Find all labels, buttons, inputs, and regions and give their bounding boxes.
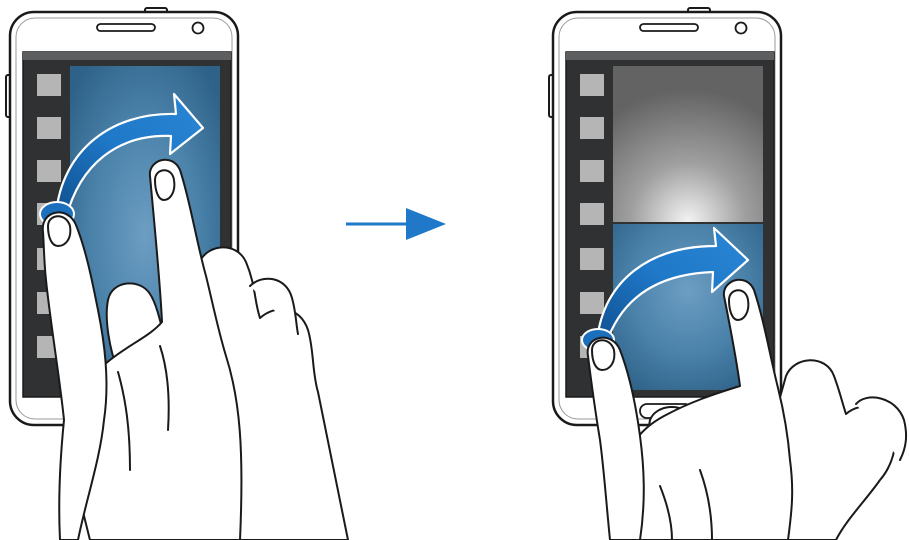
step-2-group — [549, 8, 906, 540]
step-1-group — [6, 8, 348, 540]
next-step-arrow-icon — [346, 208, 446, 240]
step-2-upper-window — [613, 66, 763, 222]
